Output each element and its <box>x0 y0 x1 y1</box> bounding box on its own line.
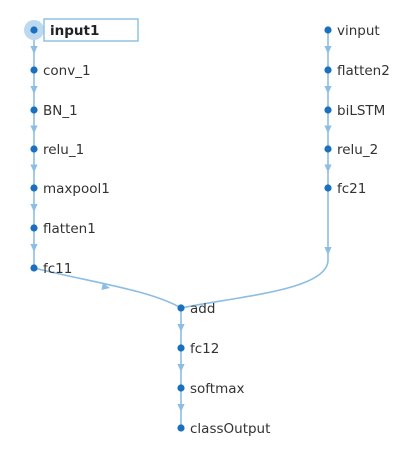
node-label: flatten1 <box>43 221 96 237</box>
node-label: relu_2 <box>337 142 378 158</box>
node-label: BN_1 <box>43 103 78 119</box>
node-label: fc21 <box>337 181 366 197</box>
node-label: conv_1 <box>43 63 91 79</box>
node-label: softmax <box>190 381 245 397</box>
node-label: classOutput <box>190 421 270 437</box>
layer-node-fc21[interactable]: fc21 <box>324 181 366 197</box>
node-dot[interactable] <box>30 224 38 232</box>
edge-BN_1-to-relu_1-arrow <box>30 125 38 134</box>
edge-softmax-to-classOutput-arrow <box>177 404 185 412</box>
edge-flatten2-to-biLSTM-arrow <box>324 86 332 94</box>
edge-biLSTM-to-relu_2-arrow <box>324 125 332 134</box>
edge-fc12-to-softmax-arrow <box>177 364 185 372</box>
layer-node-flatten2[interactable]: flatten2 <box>324 63 390 79</box>
node-dot[interactable] <box>177 304 185 312</box>
node-dot[interactable] <box>30 26 38 34</box>
layer-node-relu_1[interactable]: relu_1 <box>30 142 84 158</box>
edge-relu_1-to-maxpool1-arrow <box>30 164 38 173</box>
node-dot[interactable] <box>324 66 332 74</box>
node-dot[interactable] <box>177 424 185 432</box>
node-label: fc12 <box>190 341 219 357</box>
node-dot[interactable] <box>324 145 332 153</box>
layer-node-add[interactable]: add <box>177 301 215 317</box>
layer-node-softmax[interactable]: softmax <box>177 381 245 397</box>
layer-node-relu_2[interactable]: relu_2 <box>324 142 378 158</box>
node-dot[interactable] <box>324 106 332 114</box>
node-dot[interactable] <box>30 145 38 153</box>
layer-node-maxpool1[interactable]: maxpool1 <box>30 181 110 197</box>
edge-maxpool1-to-flatten1-arrow <box>30 204 38 212</box>
edge-fc11-to-add <box>33 267 182 309</box>
edge-input1-to-conv_1-arrow <box>30 46 38 54</box>
node-dot[interactable] <box>30 264 38 272</box>
node-dot[interactable] <box>324 26 332 34</box>
layer-node-BN_1[interactable]: BN_1 <box>30 103 78 119</box>
layer-node-vinput[interactable]: vinput <box>324 23 380 39</box>
layer-node-conv_1[interactable]: conv_1 <box>30 63 91 79</box>
node-dot[interactable] <box>30 106 38 114</box>
edge-flatten1-to-fc11-arrow <box>30 244 38 252</box>
edge-conv_1-to-BN_1-arrow <box>30 86 38 94</box>
edge-relu_2-to-fc21-arrow <box>324 164 332 173</box>
node-dot[interactable] <box>177 344 185 352</box>
node-dot[interactable] <box>324 184 332 192</box>
edge-fc11-to-add-arrow <box>101 282 110 290</box>
node-label: vinput <box>337 23 380 39</box>
node-dot[interactable] <box>30 66 38 74</box>
edge-vinput-to-flatten2-arrow <box>324 46 332 54</box>
edges-layer <box>30 30 332 428</box>
layer-node-input1[interactable]: input1 <box>24 18 139 42</box>
layer-node-classOutput[interactable]: classOutput <box>177 421 270 437</box>
node-label: biLSTM <box>337 103 385 119</box>
node-label: fc11 <box>43 261 72 277</box>
layer-node-fc12[interactable]: fc12 <box>177 341 219 357</box>
node-dot[interactable] <box>30 184 38 192</box>
layer-node-flatten1[interactable]: flatten1 <box>30 221 96 237</box>
node-label: flatten2 <box>337 63 390 79</box>
node-label: maxpool1 <box>43 181 110 197</box>
selected-label-box <box>43 18 139 42</box>
edge-fc21-to-add-arrow <box>324 247 332 255</box>
layer-node-biLSTM[interactable]: biLSTM <box>324 103 385 119</box>
edge-fc21-to-add <box>180 188 329 309</box>
node-label: relu_1 <box>43 142 84 158</box>
node-dot[interactable] <box>177 384 185 392</box>
nodes-layer: input1 conv_1BN_1 relu_1 maxpool1 flatten1 fc… <box>24 18 390 437</box>
node-label: input1 <box>50 23 99 39</box>
node-label: add <box>190 301 215 317</box>
edge-add-to-fc12-arrow <box>177 324 185 332</box>
layer-node-fc11[interactable]: fc11 <box>30 261 72 277</box>
